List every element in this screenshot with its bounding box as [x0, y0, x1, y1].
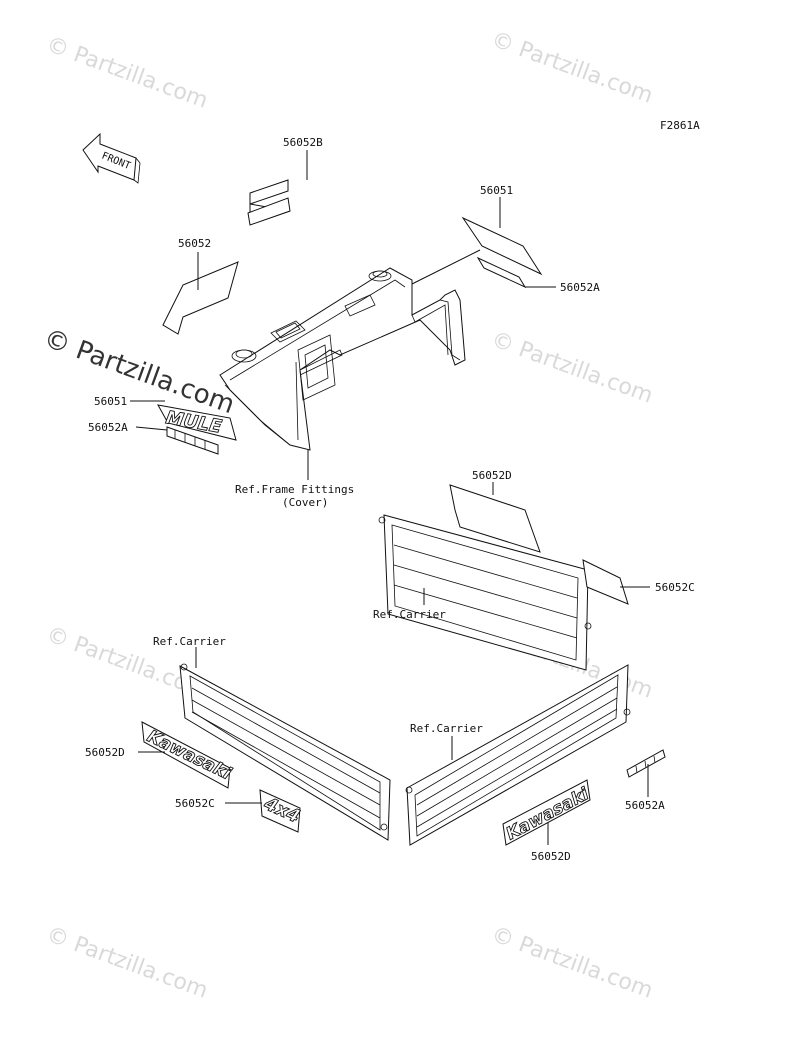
watermark-main: © Partzilla.com: [40, 323, 239, 420]
watermark: © Partzilla.com: [43, 922, 211, 1004]
callout-ref-carrier-left: Ref.Carrier: [153, 635, 226, 648]
front-arrow-icon: FRONT: [82, 132, 141, 184]
decal-56051-upper: [409, 197, 543, 286]
decal-56052A-strip: [135, 426, 219, 455]
carrier-rear-gate: [378, 514, 592, 671]
watermark: © Partzilla.com: [488, 27, 656, 109]
carrier-left-gate: [179, 647, 391, 841]
watermark: © Partzilla.com: [488, 922, 656, 1004]
callout-56051-lower: 56051: [94, 395, 127, 408]
callout-56052A-left: 56052A: [88, 421, 128, 434]
decal-56052B: [247, 150, 308, 226]
callout-56052C-left: 56052C: [175, 797, 215, 810]
frame-cover: [219, 267, 466, 480]
watermark: © Partzilla.com: [43, 32, 211, 114]
callout-frame-fittings-cover: (Cover): [282, 496, 328, 509]
watermark: © Partzilla.com: [488, 327, 656, 409]
decal-kawasaki-right: Kawasaki: [502, 779, 594, 846]
callout-56051-upper: 56051: [480, 184, 513, 197]
callout-frame-fittings: Ref.Frame Fittings: [235, 483, 354, 496]
decal-56052: [162, 252, 239, 335]
callout-ref-carrier-upper: Ref.Carrier: [373, 608, 446, 621]
decal-56052C-right: [582, 559, 650, 605]
callout-56052D-right: 56052D: [531, 850, 571, 863]
callout-56052D-upper: 56052D: [472, 469, 512, 482]
callout-56052C-right: 56052C: [655, 581, 695, 594]
callout-56052D-left: 56052D: [85, 746, 125, 759]
callout-56052B: 56052B: [283, 136, 323, 149]
carrier-right-gate: [405, 664, 631, 846]
callout-56052: 56052: [178, 237, 211, 250]
decal-56052A-right: [626, 749, 666, 797]
figure-code: F2861A: [660, 119, 700, 132]
callout-56052A-right: 56052A: [625, 799, 665, 812]
decal-56052D-upper: [449, 482, 541, 553]
callout-ref-carrier-right: Ref.Carrier: [410, 722, 483, 735]
decal-4x4: 4x4: [225, 789, 303, 833]
decal-56052A-upper: [476, 256, 556, 289]
callout-56052A-upper: 56052A: [560, 281, 600, 294]
